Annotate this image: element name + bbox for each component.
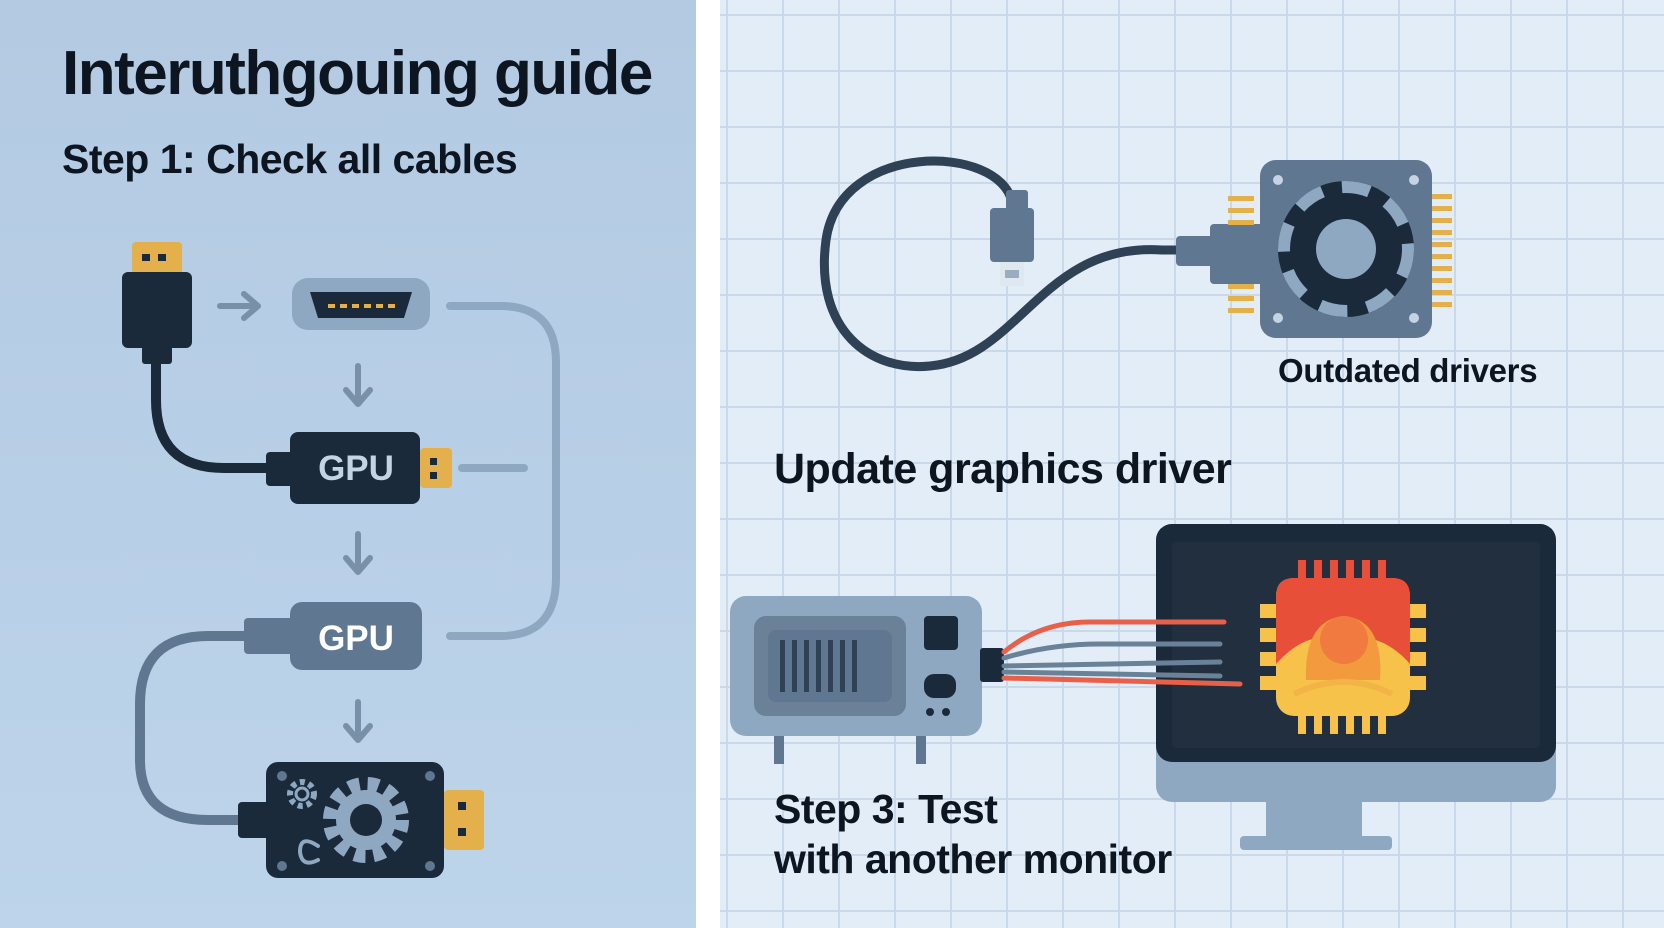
- gpu-label-1: GPU: [318, 449, 394, 488]
- driver-monitor-diagram: [730, 156, 1556, 850]
- gpu-card-icon: [135, 602, 422, 825]
- right-panel: Outdated drivers Update graphics driver …: [720, 0, 1664, 928]
- settings-module-icon: [238, 762, 484, 878]
- page-title: Interuthgouing guide: [62, 39, 653, 108]
- hdmi-port-icon: [292, 278, 430, 330]
- outdated-drivers-label: Outdated drivers: [1278, 352, 1538, 389]
- small-gear-icon: [287, 779, 317, 809]
- cpu-wires: [1001, 619, 1243, 687]
- gear-icon: [323, 777, 409, 863]
- arrow-down-icon: [343, 531, 373, 575]
- cable-check-diagram: GPU GPU: [122, 242, 560, 878]
- gpu-label-2: GPU: [318, 619, 394, 658]
- step-3-heading: Step 3: Test with another monitor: [774, 784, 1172, 884]
- loop-cable: [446, 302, 560, 640]
- cpu-chip-icon: [1260, 560, 1426, 734]
- gpu-card-icon: [266, 432, 452, 504]
- left-panel: GPU GPU Interuthgouing guide Step 1: Che…: [0, 0, 696, 928]
- fan-module-icon: [1176, 160, 1452, 338]
- usb-cable: [819, 156, 1191, 372]
- swirl-icon: [297, 839, 320, 865]
- step-3-line-1: Step 3: Test: [774, 786, 998, 832]
- step-3-line-2: with another monitor: [774, 836, 1172, 882]
- hdmi-plug-icon: [122, 242, 275, 473]
- update-driver-heading: Update graphics driver: [774, 445, 1232, 493]
- arrow-down-icon: [343, 699, 373, 743]
- arrow-right-icon: [217, 291, 261, 321]
- pc-tower-icon: [730, 596, 1004, 764]
- usb-plug-icon: [990, 190, 1034, 286]
- step-1-heading: Step 1: Check all cables: [62, 136, 518, 182]
- arrow-down-icon: [343, 363, 373, 407]
